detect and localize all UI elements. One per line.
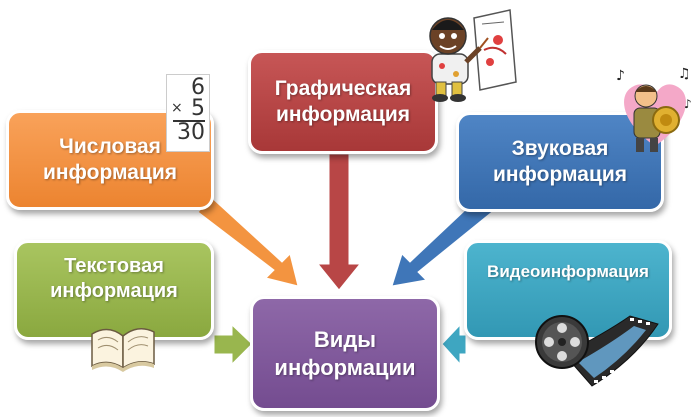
node-audio-information: Звуковая информация [456,112,664,212]
calc-operator: × [171,100,183,116]
open-book-icon [91,328,155,372]
calculator-icon: 6 × 5 30 [166,74,210,152]
node-text-information: Текстовая информация [14,240,214,340]
arrow-graphic [316,153,362,291]
painter-child-icon [429,9,517,102]
node-graphic-line1: Графическая [274,76,412,100]
node-text-line1: Текстовая [64,255,164,277]
arrow-numeric [197,197,299,287]
node-audio-line1: Звуковая [511,136,609,160]
node-graphic-line2: информация [275,103,411,126]
svg-text:♪: ♪ [684,97,692,111]
arrow-audio [391,197,493,287]
center-line1: Виды [313,327,377,352]
calc-divider [173,120,205,122]
node-graphic-information: Графическая информация [248,50,438,154]
node-numeric-information: Числовая информация [6,110,214,210]
node-types-of-information: Виды информации [250,296,440,411]
svg-text:♪: ♪ [616,68,625,84]
node-video-line1: Видеоинформация [487,262,649,282]
arrow-video [441,323,467,366]
calc-top: 6 [191,75,205,100]
calc-result: 30 [177,120,205,145]
film-reel-icon [535,315,659,387]
musician-icon: ♪ ♫ ♪ [616,66,692,152]
svg-text:♫: ♫ [678,66,691,82]
node-numeric-line1: Числовая [59,134,161,158]
calc-middle: 5 [191,96,205,121]
node-audio-line2: информация [492,163,628,186]
center-line2: информации [274,354,416,380]
node-text-line2: информация [50,280,178,302]
arrow-text [213,323,253,366]
node-numeric-line2: информация [42,161,178,184]
